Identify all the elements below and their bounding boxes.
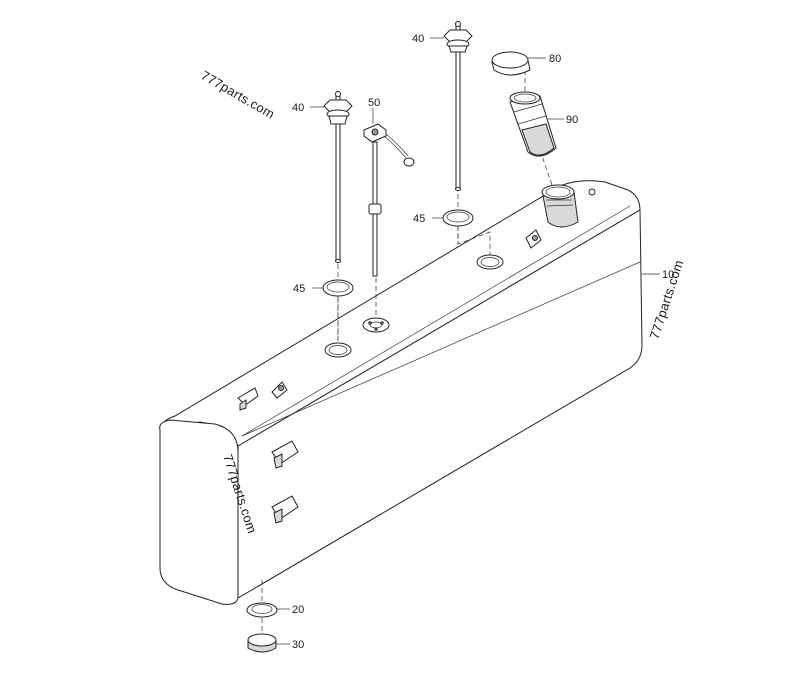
seal-ring-right[interactable] [442,209,474,227]
level-sensor[interactable] [363,123,415,277]
callout-10: 10 [662,269,674,281]
assembly-lines [261,70,554,632]
filler-cap[interactable] [491,51,531,76]
seal-ring-left[interactable] [322,279,354,297]
callout-30: 30 [292,639,304,651]
drain-plug[interactable] [247,633,277,653]
sender-unit-left[interactable] [323,91,353,263]
fuel-tank[interactable] [159,180,643,605]
watermark-top-left: 777parts.com [199,68,278,122]
callout-45-right: 45 [413,213,425,225]
callout-40-right: 40 [412,33,424,45]
callout-80: 80 [549,53,561,65]
callout-20: 20 [292,604,304,616]
callout-40-left: 40 [292,102,304,114]
callout-50: 50 [368,97,380,109]
callout-45-left: 45 [293,283,305,295]
drain-seal-ring[interactable] [246,602,278,618]
sender-unit-right[interactable] [443,21,473,191]
leader-lines [276,37,660,645]
callout-90: 90 [566,114,578,126]
filler-strainer[interactable] [509,91,557,157]
